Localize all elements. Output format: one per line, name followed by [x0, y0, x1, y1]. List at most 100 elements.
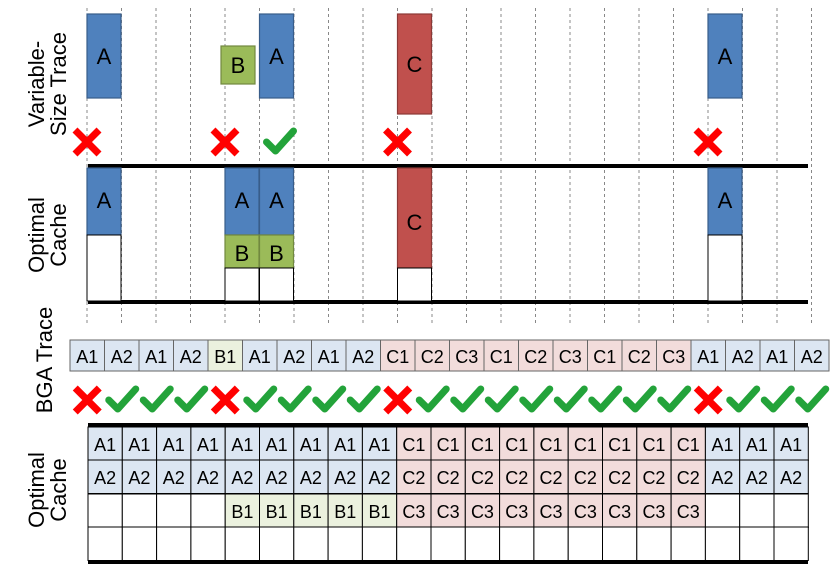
cache-cell: [87, 526, 123, 561]
bga-cell: [207, 339, 243, 372]
bga-cell-label: C2: [524, 347, 547, 367]
cache-cell-label: C1: [437, 435, 460, 455]
trace-object-a: [86, 13, 122, 99]
bga-cell-label: A1: [145, 347, 167, 367]
cache-cell: [327, 493, 363, 528]
cache-cell: [704, 493, 741, 528]
cache-cell: [739, 526, 775, 561]
cross-icon: [72, 385, 102, 415]
check-stroke: [519, 385, 554, 413]
cache-cell: [156, 493, 192, 528]
label-optimal-cache-top-1: Optimal: [24, 197, 49, 273]
cache-cell: [121, 493, 158, 528]
check-stroke: [277, 385, 312, 413]
check-stroke: [139, 385, 174, 413]
cache-cell: [773, 426, 809, 461]
cache-block-c: [396, 167, 433, 269]
cross-stroke: [72, 127, 102, 157]
check-icon: [105, 385, 140, 413]
bga-cell-label: C3: [662, 347, 685, 367]
bga-cell-label: A2: [352, 347, 374, 367]
cache-cell-label: A1: [334, 435, 356, 455]
cache-cell: [464, 493, 501, 528]
cache-cell: [670, 426, 706, 461]
cache-cell: [259, 526, 295, 561]
cache-cell-label: A2: [746, 468, 768, 488]
check-icon: [622, 385, 657, 413]
cache-cell-label: B1: [334, 502, 356, 522]
cache-cell: [670, 493, 706, 528]
bga-cell-label: C1: [593, 347, 616, 367]
cache-cell: [636, 493, 672, 528]
cross-stroke: [693, 127, 723, 157]
cache-cell-label: B1: [369, 502, 391, 522]
cache-cell: [87, 459, 123, 494]
check-icon: [312, 385, 347, 413]
cache-cell: [464, 526, 501, 561]
cache-cell-label: A1: [300, 435, 322, 455]
check-icon: [450, 385, 485, 413]
trace-object-a: [707, 13, 743, 99]
bga-cell: [621, 339, 657, 372]
trace-object-label: B: [231, 53, 246, 78]
cache-cell-label: A2: [300, 468, 322, 488]
bga-cell-label: A1: [318, 347, 340, 367]
cache-cell-label: A2: [780, 468, 802, 488]
check-icon: [484, 385, 519, 413]
bga-cell-label: C2: [421, 347, 444, 367]
cache-cell: [190, 526, 226, 561]
bga-cell-label: C3: [559, 347, 582, 367]
label-bga-trace: BGA Trace: [32, 307, 57, 413]
bga-cell: [242, 339, 278, 372]
bga-cell: [690, 339, 726, 372]
cache-cell-label: C1: [608, 435, 631, 455]
cache-cell-label: C2: [505, 468, 528, 488]
cache-block-a: [86, 167, 122, 236]
check-stroke: [795, 385, 830, 413]
cache-cell-label: C3: [677, 502, 700, 522]
cache-cell: [567, 526, 604, 561]
cache-cell-label: C1: [677, 435, 700, 455]
check-icon: [415, 385, 450, 413]
cache-cell-label: A1: [163, 435, 185, 455]
bga-cell: [173, 339, 209, 372]
trace-object-b: [220, 45, 256, 85]
bga-cell-label: A2: [283, 347, 305, 367]
check-stroke: [346, 385, 381, 413]
cache-cell: [602, 526, 638, 561]
bga-cell: [311, 339, 347, 372]
label-optimal-cache-bottom-1: Optimal: [24, 452, 49, 528]
cache-cell-label: C3: [471, 502, 494, 522]
cache-cell-label: C1: [505, 435, 528, 455]
bga-cell-label: A1: [76, 347, 98, 367]
check-stroke: [243, 385, 278, 413]
check-icon: [346, 385, 381, 413]
check-icon: [588, 385, 623, 413]
cache-cell-label: A2: [712, 468, 734, 488]
check-icon: [760, 385, 795, 413]
label-optimal-cache-bottom-2: Cache: [46, 458, 71, 522]
cache-cell: [293, 526, 329, 561]
cache-cell: [533, 459, 569, 494]
cache-block-label: A: [235, 188, 250, 213]
cache-cell: [499, 493, 535, 528]
cache-cell-label: B1: [231, 502, 253, 522]
cache-block-b: [224, 234, 260, 269]
cache-cell-label: C1: [642, 435, 665, 455]
check-stroke: [174, 385, 209, 413]
cache-cell-label: A2: [197, 468, 219, 488]
cache-cell-label: C1: [540, 435, 563, 455]
cache-cell: [670, 526, 706, 561]
cache-cell-label: A1: [197, 435, 219, 455]
cache-cell-label: B1: [300, 502, 322, 522]
cross-stroke: [210, 127, 240, 157]
cache-cell: [773, 526, 809, 561]
cache-cell-label: A1: [231, 435, 253, 455]
check-icon: [795, 385, 830, 413]
cache-cell: [602, 493, 638, 528]
cache-cell: [773, 493, 809, 528]
bga-cell-label: A1: [249, 347, 271, 367]
